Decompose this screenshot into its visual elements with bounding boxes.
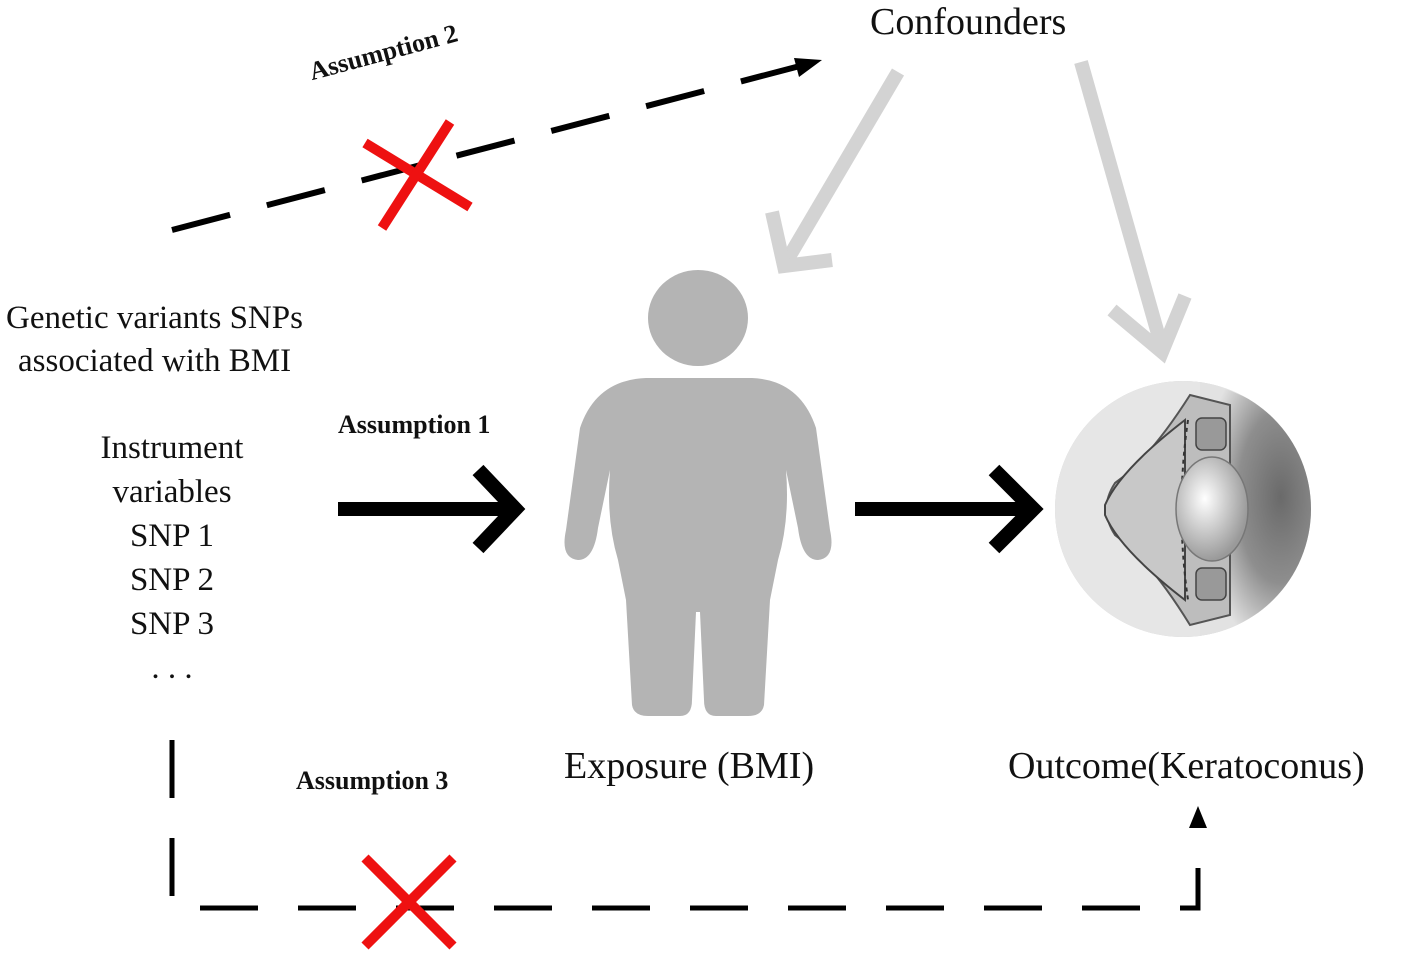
- instrument-label: Instrument: [100, 430, 244, 466]
- assumption-2-arrow: [171, 58, 822, 233]
- confounder-to-exposure-arrow: [765, 68, 905, 274]
- person-figure-icon: [564, 270, 832, 716]
- confounders-label: Confounders: [870, 1, 1067, 43]
- snp-2-label: SNP 2: [129, 562, 215, 598]
- snp-1-label: SNP 1: [129, 518, 215, 554]
- assumption-3-label: Assumption 3: [296, 766, 449, 795]
- snp-3-label: SNP 3: [129, 606, 215, 642]
- assumption-3-arrow: [169, 740, 1207, 911]
- genetic-variants-label-line2: associated with BMI: [18, 343, 292, 379]
- instrument-variables-block: Instrument variables SNP 1 SNP 2 SNP 3 .…: [72, 426, 272, 690]
- assumption-1-arrow: [338, 464, 526, 554]
- genetic-variants-label: Genetic variants SNPs: [6, 300, 303, 336]
- outcome-label: Outcome(Keratoconus): [1008, 745, 1365, 787]
- exposure-label: Exposure (BMI): [564, 745, 815, 787]
- ellipsis-label: . . .: [151, 650, 193, 686]
- assumption-1-label: Assumption 1: [338, 410, 491, 439]
- confounder-to-outcome-arrow: [1074, 60, 1192, 364]
- red-x-icon: [362, 119, 473, 231]
- eye-cross-section-icon: [1055, 381, 1311, 637]
- red-x-icon: [361, 854, 457, 950]
- exposure-to-outcome-arrow: [855, 464, 1044, 554]
- variables-label: variables: [112, 474, 232, 510]
